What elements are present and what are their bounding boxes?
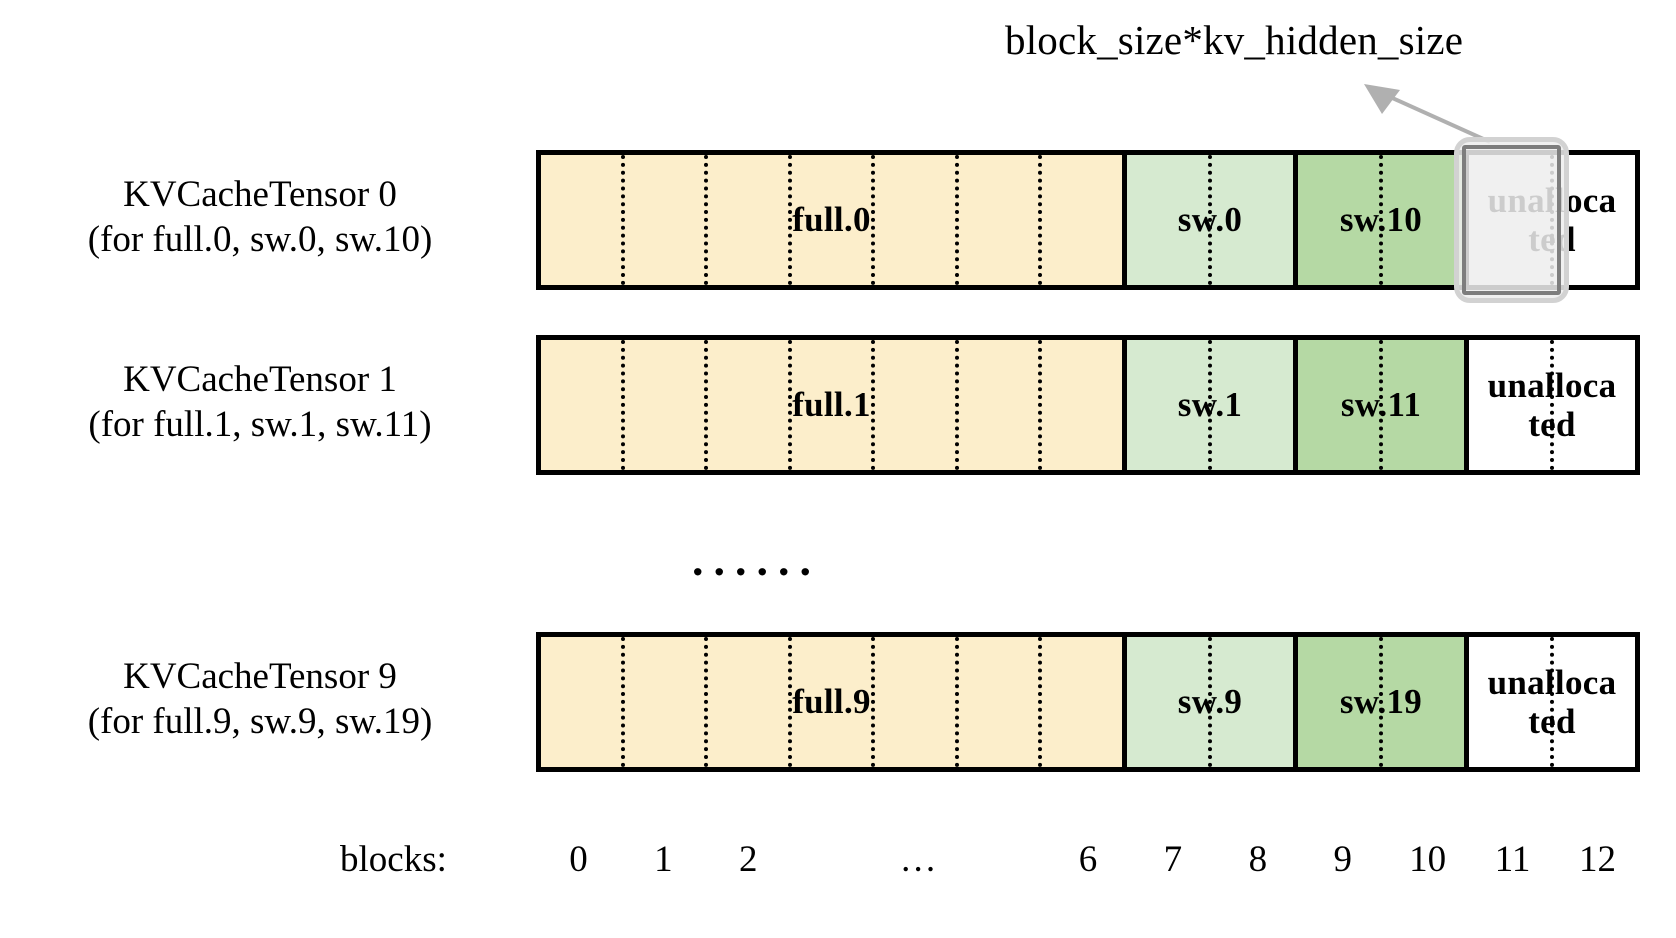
tensor-segment[interactable]: full.9 (541, 637, 1122, 767)
tensor-row-subtitle: (for full.9, sw.9, sw.19) (87, 701, 433, 743)
tensor-row-subtitle: (for full.1, sw.1, sw.11) (88, 404, 432, 446)
axis-tick: 9 (1333, 839, 1353, 880)
axis-tick: 0 (569, 839, 588, 880)
tensor-row-title: KVCacheTensor 0 (123, 174, 397, 215)
tensor-row-label: KVCacheTensor 0(for full.0, sw.0, sw.10) (0, 172, 520, 262)
axis-tick: 2 (739, 839, 758, 880)
axis-tick: 7 (1163, 839, 1183, 880)
tensor-segment-label: full.0 (792, 200, 871, 240)
tensor-segment[interactable]: sw.10 (1293, 155, 1464, 285)
tensor-segment-label: sw.19 (1339, 682, 1423, 722)
tensor-row-title: KVCacheTensor 1 (123, 359, 397, 400)
tensor-segment-label: sw.0 (1177, 200, 1243, 240)
tensor-row-subtitle: (for full.0, sw.0, sw.10) (87, 219, 433, 261)
tensor-row-title: KVCacheTensor 9 (123, 656, 397, 697)
tensor-segment[interactable]: full.0 (541, 155, 1122, 285)
axis-tick: 6 (1078, 839, 1098, 880)
axis-tick: 11 (1494, 839, 1531, 880)
callout-label: block_size*kv_hidden_size (1005, 17, 1464, 63)
tensor-segment-label: sw.10 (1339, 200, 1423, 240)
axis-tick: 8 (1248, 839, 1268, 880)
tensor-segment-label: sw.1 (1177, 385, 1243, 425)
tensor-row-label: KVCacheTensor 9(for full.9, sw.9, sw.19) (0, 654, 520, 744)
tensor-segment-label: full.9 (792, 682, 871, 722)
tensor-segment[interactable]: sw.1 (1122, 340, 1293, 470)
tensor-segment[interactable]: full.1 (541, 340, 1122, 470)
rows-ellipsis: ...... (692, 534, 821, 585)
tensor-segment-label: sw.11 (1340, 385, 1422, 425)
axis-tick: 1 (654, 839, 673, 880)
tensor-segment-label: full.1 (792, 385, 871, 425)
tensor-segment[interactable]: sw.19 (1293, 637, 1464, 767)
axis-title: blocks: (340, 839, 447, 880)
tensor-segment[interactable]: sw.11 (1293, 340, 1464, 470)
axis-tick: 12 (1579, 839, 1617, 880)
axis-tick: … (899, 839, 937, 880)
tensor-segment[interactable]: sw.0 (1122, 155, 1293, 285)
tensor-segment[interactable]: sw.9 (1122, 637, 1293, 767)
tensor-segment-label: sw.9 (1177, 682, 1243, 722)
tensor-row-label: KVCacheTensor 1(for full.1, sw.1, sw.11) (0, 357, 520, 447)
axis-tick: 10 (1409, 839, 1447, 880)
block-highlight-box[interactable] (1454, 137, 1570, 303)
